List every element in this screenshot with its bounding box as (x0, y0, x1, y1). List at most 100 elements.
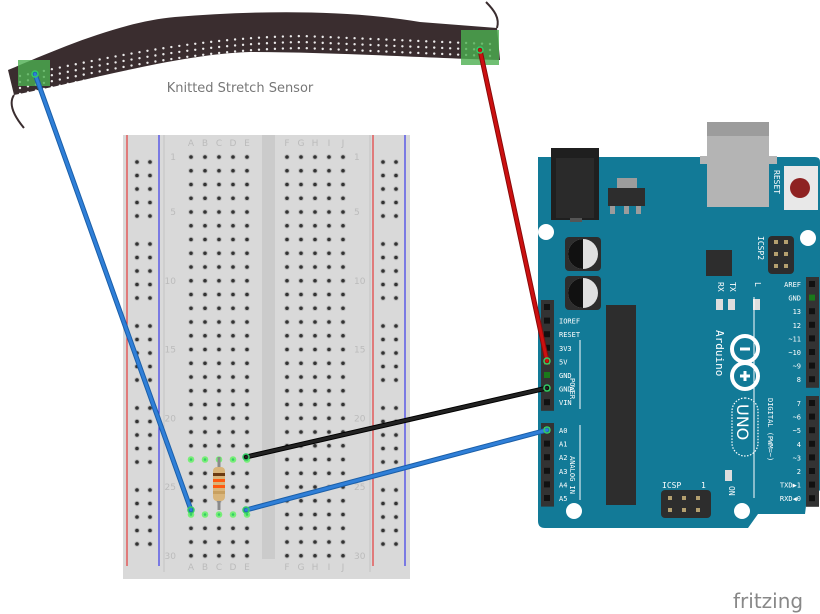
breadboard-hole[interactable] (298, 511, 304, 518)
breadboard-hole[interactable] (188, 305, 194, 312)
breadboard-hole[interactable] (187, 456, 195, 463)
a0-wire[interactable] (242, 426, 551, 514)
breadboard-hole[interactable] (340, 332, 346, 339)
rail-hole[interactable] (393, 487, 399, 493)
breadboard-hole[interactable] (230, 167, 236, 174)
breadboard-hole[interactable] (326, 277, 332, 284)
breadboard-hole[interactable] (298, 415, 304, 422)
breadboard-hole[interactable] (244, 539, 250, 545)
breadboard-hole[interactable] (312, 222, 318, 229)
rail-hole[interactable] (147, 363, 153, 370)
breadboard-hole[interactable] (312, 401, 318, 408)
rail-hole[interactable] (380, 199, 386, 206)
breadboard-hole[interactable] (230, 209, 236, 215)
breadboard-hole[interactable] (326, 250, 332, 257)
breadboard-hole[interactable] (230, 497, 236, 504)
breadboard-hole[interactable] (312, 374, 318, 380)
header-pin[interactable] (809, 321, 815, 328)
breadboard-hole[interactable] (216, 442, 222, 449)
rail-hole[interactable] (393, 541, 399, 547)
breadboard-hole[interactable] (244, 415, 250, 422)
breadboard-hole[interactable] (340, 277, 346, 284)
breadboard-hole[interactable] (340, 552, 346, 559)
breadboard-hole[interactable] (244, 360, 250, 367)
rail-hole[interactable] (134, 336, 140, 343)
breadboard-hole[interactable] (216, 250, 222, 257)
breadboard-hole[interactable] (188, 484, 194, 490)
breadboard-hole[interactable] (298, 497, 304, 504)
breadboard-hole[interactable] (340, 209, 346, 215)
rail-hole[interactable] (380, 445, 386, 452)
breadboard-hole[interactable] (284, 319, 290, 325)
breadboard-hole[interactable] (326, 332, 332, 339)
breadboard-hole[interactable] (326, 401, 332, 408)
breadboard-hole[interactable] (340, 154, 346, 160)
breadboard-hole[interactable] (202, 484, 208, 490)
breadboard-hole[interactable] (326, 415, 332, 422)
rail-hole[interactable] (134, 159, 140, 165)
breadboard-hole[interactable] (244, 319, 250, 325)
rail-hole[interactable] (393, 281, 399, 288)
header-pin[interactable] (809, 281, 815, 287)
breadboard-hole[interactable] (188, 319, 194, 325)
breadboard-hole[interactable] (202, 497, 208, 504)
breadboard-hole[interactable] (230, 401, 236, 408)
breadboard-hole[interactable] (188, 401, 194, 408)
breadboard-hole[interactable] (312, 181, 318, 188)
breadboard-hole[interactable] (244, 195, 250, 202)
breadboard-hole[interactable] (230, 387, 236, 394)
breadboard-hole[interactable] (230, 415, 236, 422)
breadboard-hole[interactable] (298, 456, 304, 463)
breadboard-hole[interactable] (244, 497, 250, 504)
breadboard-hole[interactable] (230, 181, 236, 188)
breadboard-hole[interactable] (202, 209, 208, 215)
header-pin[interactable] (809, 294, 815, 301)
rail-hole[interactable] (380, 487, 386, 493)
breadboard-hole[interactable] (298, 346, 304, 353)
breadboard-hole[interactable] (188, 346, 194, 353)
breadboard-hole[interactable] (284, 387, 290, 394)
breadboard-hole[interactable] (244, 236, 250, 243)
breadboard-hole[interactable] (284, 539, 290, 545)
breadboard-hole[interactable] (202, 525, 208, 532)
rail-hole[interactable] (147, 254, 153, 261)
rail-hole[interactable] (147, 541, 153, 547)
breadboard-hole[interactable] (340, 305, 346, 312)
breadboard-hole[interactable] (340, 525, 346, 532)
rail-hole[interactable] (393, 377, 399, 383)
breadboard-hole[interactable] (230, 332, 236, 339)
breadboard-hole[interactable] (340, 195, 346, 202)
breadboard-hole[interactable] (298, 250, 304, 257)
breadboard-hole[interactable] (284, 277, 290, 284)
breadboard-hole[interactable] (326, 539, 332, 545)
breadboard-hole[interactable] (202, 291, 208, 298)
breadboard-hole[interactable] (230, 442, 236, 449)
rail-hole[interactable] (147, 336, 153, 343)
rail-hole[interactable] (147, 527, 153, 534)
breadboard-hole[interactable] (216, 181, 222, 188)
breadboard-hole[interactable] (298, 154, 304, 160)
breadboard-hole[interactable] (216, 291, 222, 298)
breadboard-hole[interactable] (340, 222, 346, 229)
reset-button[interactable] (790, 178, 810, 198)
breadboard-hole[interactable] (230, 374, 236, 380)
header-pin[interactable] (544, 372, 550, 378)
rail-hole[interactable] (380, 514, 386, 520)
breadboard-hole[interactable] (284, 167, 290, 174)
rail-hole[interactable] (393, 336, 399, 343)
breadboard-hole[interactable] (284, 484, 290, 490)
rail-hole[interactable] (393, 241, 399, 247)
rail-hole[interactable] (134, 186, 140, 192)
rail-hole[interactable] (134, 268, 140, 274)
breadboard-hole[interactable] (230, 250, 236, 257)
breadboard-hole[interactable] (244, 401, 250, 408)
breadboard-hole[interactable] (326, 552, 332, 559)
rail-hole[interactable] (134, 323, 140, 329)
rail-hole[interactable] (393, 268, 399, 274)
rail-hole[interactable] (380, 527, 386, 534)
breadboard-hole[interactable] (312, 484, 318, 490)
breadboard-hole[interactable] (230, 484, 236, 490)
header-pin[interactable] (544, 399, 550, 406)
breadboard-hole[interactable] (312, 539, 318, 545)
breadboard-hole[interactable] (202, 264, 208, 270)
